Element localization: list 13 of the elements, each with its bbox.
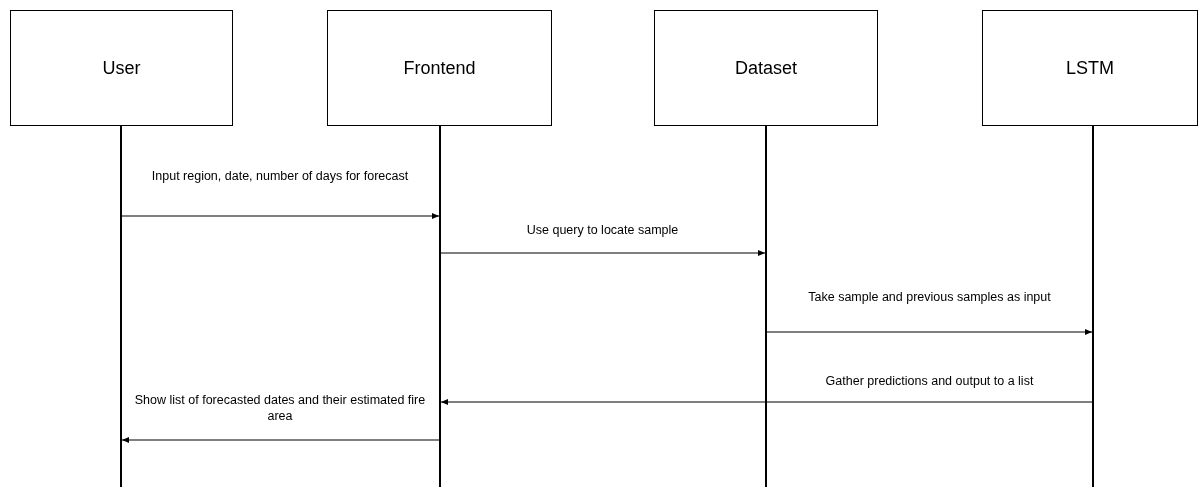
participant-box: Frontend [327, 10, 552, 126]
message-arrow [121, 213, 440, 219]
lifeline [439, 126, 441, 487]
lifeline [120, 126, 122, 487]
participant-box: LSTM [982, 10, 1198, 126]
message-arrow [440, 250, 766, 256]
participant-box: Dataset [654, 10, 878, 126]
message-arrow [766, 329, 1093, 335]
message-arrow [121, 437, 440, 443]
participant-box: User [10, 10, 233, 126]
message-arrow [440, 399, 1093, 405]
lifeline [1092, 126, 1094, 487]
lifeline [765, 126, 767, 487]
